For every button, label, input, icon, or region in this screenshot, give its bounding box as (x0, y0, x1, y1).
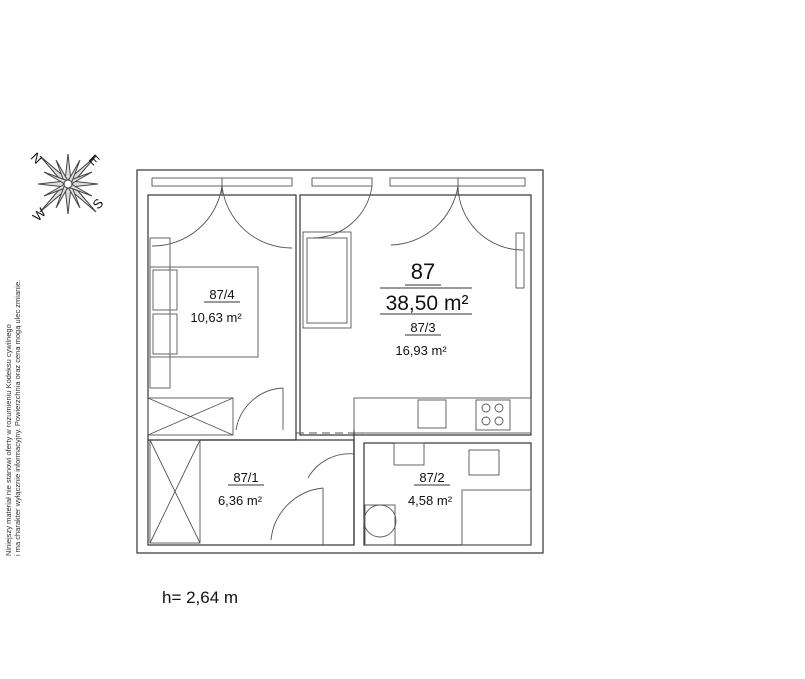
ceiling-height: h= 2,64 m (162, 588, 239, 607)
room-area: 10,63 m² (190, 310, 242, 325)
room-label-87-1: 87/1 6,36 m² (218, 470, 264, 508)
compass-w: W (30, 204, 50, 224)
room-id: 87/4 (209, 287, 234, 302)
doors (151, 185, 524, 545)
apartment-number: 87 (411, 259, 435, 284)
room-id: 87/2 (419, 470, 444, 485)
room-area: 16,93 m² (395, 343, 447, 358)
room-label-87-2: 87/2 4,58 m² (408, 470, 453, 508)
room-area: 6,36 m² (218, 493, 263, 508)
room-id: 87/1 (233, 470, 258, 485)
apartment-label: 87 38,50 m² (380, 259, 472, 315)
compass-rose-icon: N E S W (28, 150, 107, 225)
compass-s: S (90, 195, 107, 212)
room-label-87-3: 87/3 16,93 m² (395, 320, 447, 358)
compass-n: N (28, 150, 45, 167)
furniture (147, 231, 532, 546)
walls (136, 169, 544, 554)
compass-e: E (86, 152, 103, 169)
apartment-area: 38,50 m² (386, 292, 469, 315)
room-label-87-4: 87/4 10,63 m² (190, 287, 242, 325)
room-area: 4,58 m² (408, 493, 453, 508)
room-id: 87/3 (410, 320, 435, 335)
